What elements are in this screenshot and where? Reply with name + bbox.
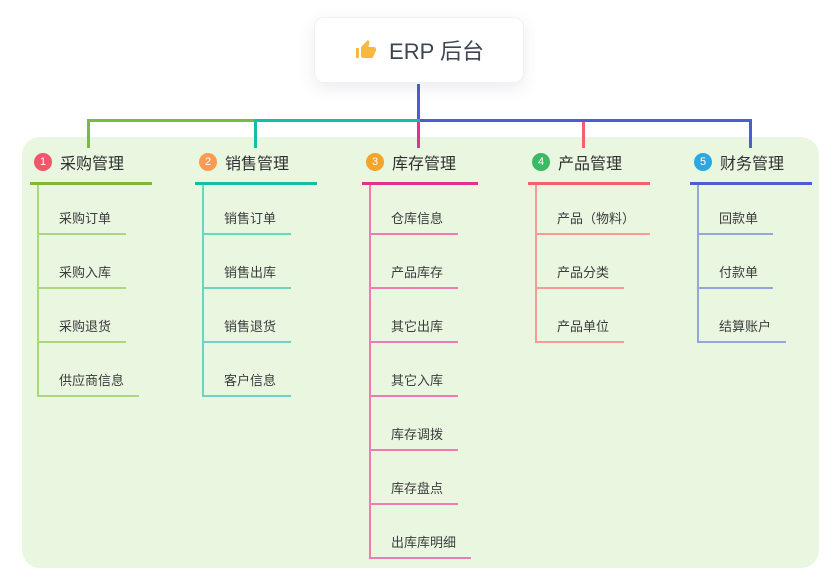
- branch-sales-management: 2 销售管理 销售订单 销售出库 销售退货 客户信息: [195, 150, 317, 397]
- root-node-label: ERP 后台: [389, 39, 484, 64]
- branch-subtree: 仓库信息 产品库存 其它出库 其它入库 库存调拨 库存盘点 出库库明细: [369, 185, 478, 559]
- branch-header-sales[interactable]: 2 销售管理: [195, 150, 317, 185]
- list-item[interactable]: 销售订单: [204, 185, 317, 235]
- list-item[interactable]: 采购入库: [39, 235, 152, 289]
- list-item[interactable]: 销售退货: [204, 289, 317, 343]
- list-item[interactable]: 产品库存: [371, 235, 478, 289]
- list-item[interactable]: 采购退货: [39, 289, 152, 343]
- branch-subtree: 产品（物料） 产品分类 产品单位: [535, 185, 651, 343]
- item-label: 其它出库: [371, 316, 459, 343]
- branch-number-badge: 1: [34, 153, 52, 171]
- list-item[interactable]: 回款单: [699, 185, 812, 235]
- item-label: 销售订单: [204, 208, 292, 235]
- item-label: 采购入库: [39, 262, 127, 289]
- item-label: 供应商信息: [39, 370, 140, 397]
- item-label: 销售出库: [204, 262, 292, 289]
- list-item[interactable]: 产品分类: [537, 235, 650, 289]
- branch-label: 财务管理: [720, 156, 785, 173]
- branch-finance-management: 5 财务管理 回款单 付款单 结算账户: [690, 150, 812, 343]
- item-label: 出库库明细: [371, 532, 472, 559]
- branch-product-management: 4 产品管理 产品（物料） 产品分类 产品单位: [528, 150, 651, 343]
- item-label: 产品单位: [537, 316, 625, 343]
- list-item[interactable]: 客户信息: [204, 343, 317, 397]
- connector-root-vertical: [417, 84, 420, 120]
- list-item[interactable]: 库存调拨: [371, 397, 478, 451]
- branch-header-product[interactable]: 4 产品管理: [528, 150, 650, 185]
- list-item[interactable]: 其它出库: [371, 289, 478, 343]
- list-item[interactable]: 供应商信息: [39, 343, 152, 397]
- root-node-erp-backend[interactable]: ERP 后台: [314, 17, 524, 83]
- branch-number-badge: 3: [366, 153, 384, 171]
- branch-header-purchase[interactable]: 1 采购管理: [30, 150, 152, 185]
- item-label: 仓库信息: [371, 208, 459, 235]
- branch-subtree: 销售订单 销售出库 销售退货 客户信息: [202, 185, 317, 397]
- branch-header-inventory[interactable]: 3 库存管理: [362, 150, 478, 185]
- item-label: 销售退货: [204, 316, 292, 343]
- connector-branch3-drop: [417, 122, 420, 148]
- thumb-up-icon: [354, 38, 378, 62]
- list-item[interactable]: 采购订单: [39, 185, 152, 235]
- item-label: 产品库存: [371, 262, 459, 289]
- branch-number-badge: 5: [694, 153, 712, 171]
- background-panel: [22, 137, 819, 568]
- item-label: 其它入库: [371, 370, 459, 397]
- item-label: 采购订单: [39, 208, 127, 235]
- item-label: 库存调拨: [371, 424, 459, 451]
- list-item[interactable]: 其它入库: [371, 343, 478, 397]
- branch-subtree: 采购订单 采购入库 采购退货 供应商信息: [37, 185, 152, 397]
- connector-branch2-horizontal: [254, 119, 420, 122]
- list-item[interactable]: 销售出库: [204, 235, 317, 289]
- list-item[interactable]: 库存盘点: [371, 451, 478, 505]
- branch-number-badge: 4: [532, 153, 550, 171]
- connector-branch5-drop: [749, 119, 752, 148]
- branch-number-badge: 2: [199, 153, 217, 171]
- list-item[interactable]: 出库库明细: [371, 505, 478, 559]
- list-item[interactable]: 产品单位: [537, 289, 650, 343]
- item-label: 回款单: [699, 208, 774, 235]
- branch-subtree: 回款单 付款单 结算账户: [697, 185, 812, 343]
- connector-branch1-horizontal: [87, 119, 254, 122]
- branch-purchase-management: 1 采购管理 采购订单 采购入库 采购退货 供应商信息: [30, 150, 152, 397]
- list-item[interactable]: 仓库信息: [371, 185, 478, 235]
- branch-label: 采购管理: [60, 156, 125, 173]
- connector-branch5-horizontal: [420, 119, 752, 122]
- item-label: 产品（物料）: [537, 208, 651, 235]
- item-label: 产品分类: [537, 262, 625, 289]
- item-label: 库存盘点: [371, 478, 459, 505]
- list-item[interactable]: 结算账户: [699, 289, 812, 343]
- item-label: 结算账户: [699, 316, 787, 343]
- item-label: 付款单: [699, 262, 774, 289]
- item-label: 客户信息: [204, 370, 292, 397]
- item-label: 采购退货: [39, 316, 127, 343]
- list-item[interactable]: 产品（物料）: [537, 185, 651, 235]
- connector-branch4-drop: [582, 122, 585, 148]
- branch-label: 产品管理: [558, 156, 623, 173]
- branch-label: 销售管理: [225, 156, 290, 173]
- branch-inventory-management: 3 库存管理 仓库信息 产品库存 其它出库 其它入库 库存调拨 库存盘点 出库库…: [362, 150, 478, 559]
- branch-label: 库存管理: [392, 156, 457, 173]
- list-item[interactable]: 付款单: [699, 235, 812, 289]
- connector-branch1-drop: [87, 119, 90, 148]
- branch-header-finance[interactable]: 5 财务管理: [690, 150, 812, 185]
- connector-branch2-drop: [254, 119, 257, 148]
